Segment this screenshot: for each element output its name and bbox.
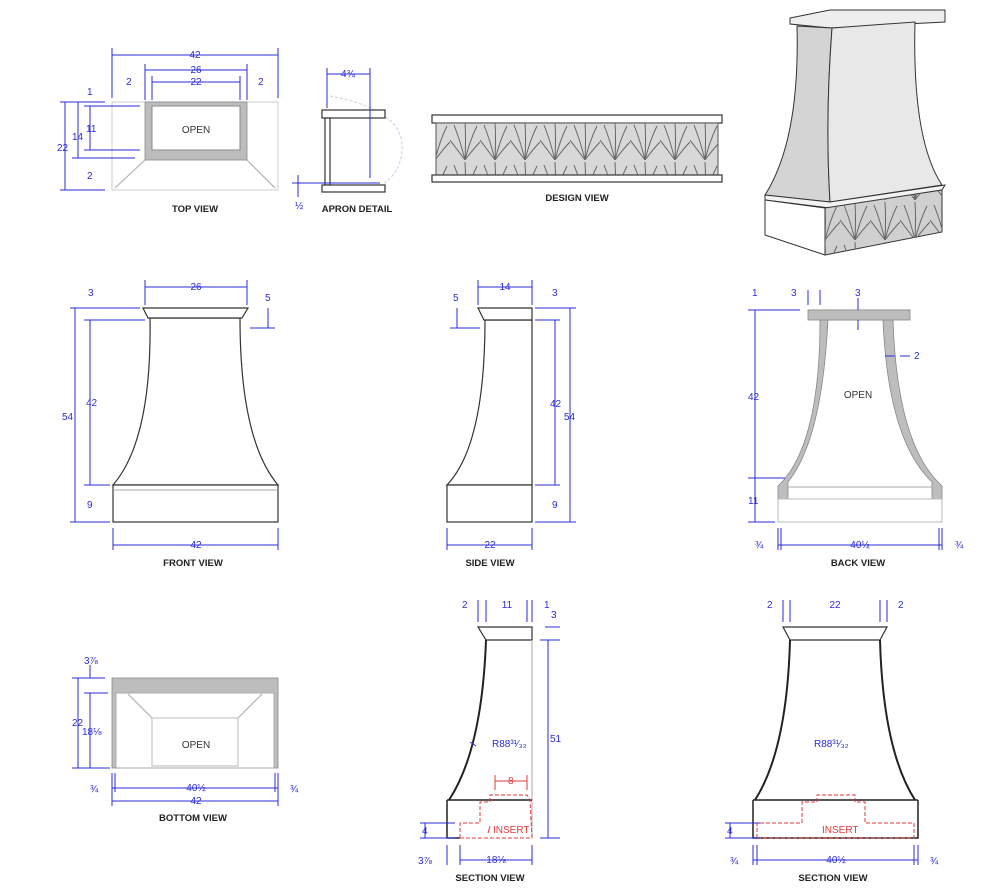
top-view: OPEN 42 26 22 2 2 1 14 11 22 2 TOP VIEW	[57, 48, 279, 215]
dim-total-height: 54	[564, 412, 576, 423]
dim-crown-trim: 5	[265, 293, 271, 304]
insert-label: INSERT	[493, 825, 530, 836]
dim-frame-right: 2	[258, 77, 264, 88]
insert-outline	[756, 794, 915, 839]
dim-back-gap: 1	[544, 600, 550, 611]
dim-top-depth: 14	[72, 132, 84, 143]
dim-depth: 22	[57, 143, 69, 154]
dim-opening-width: 22	[190, 77, 202, 88]
dim-inner-width: 40½	[850, 540, 870, 551]
dim-body-height: 42	[748, 392, 760, 403]
dim-apron-height: 11	[748, 496, 759, 507]
dim-insert-height: 4	[422, 826, 428, 837]
view-title: APRON DETAIL	[322, 204, 393, 215]
bottom-view: OPEN 3⅞ 22 18⅛ ¾ 40½ ¾ 42 BOTTOM VIEW	[72, 656, 299, 824]
view-title: TOP VIEW	[172, 204, 218, 215]
dim-total-height: 54	[62, 412, 74, 423]
back-view: OPEN 1 3 3 2 42 11 ¾ 40½ ¾ BACK VIEW	[748, 288, 964, 569]
dim-apron-height: 9	[552, 500, 558, 511]
dim-inner-depth: 18⅛	[82, 727, 102, 738]
dim-top-rail: 3	[855, 288, 861, 299]
dim-crown-overhang-left: 2	[767, 600, 773, 611]
dim-top-width: 26	[190, 65, 202, 76]
dim-insert-step: 8	[508, 776, 514, 787]
design-view: DESIGN VIEW	[431, 114, 723, 204]
view-title: SIDE VIEW	[465, 558, 514, 569]
section-view-front: 2 22 2 R88³¹⁄₃₂ 4 ¾ 40½ ¾ INSERT SECTION…	[725, 600, 939, 884]
view-title: SECTION VIEW	[798, 873, 867, 884]
view-title: FRONT VIEW	[163, 558, 223, 569]
dim-crown-height: 3	[551, 610, 557, 621]
open-label: OPEN	[182, 125, 210, 136]
dim-width: 42	[190, 540, 202, 551]
side-view: 14 5 3 42 54 9 22 SIDE VIEW	[445, 280, 576, 569]
dim-crown-height: 3	[552, 288, 558, 299]
apron-detail: 4¾ ½ APRON DETAIL	[292, 68, 403, 215]
dim-frame-front: 2	[87, 171, 93, 182]
dim-insert-height: 4	[727, 826, 733, 837]
dim-crown-back: 1	[752, 288, 758, 299]
dim-crown-overhang: 2	[462, 600, 468, 611]
dim-frame-left: 2	[126, 77, 132, 88]
dim-body-height: 42	[550, 399, 562, 410]
dim-apron-height: 9	[87, 500, 93, 511]
dim-curve-radius: R88³¹⁄₃₂	[492, 739, 527, 750]
heron-relief-pattern	[436, 123, 718, 175]
dim-width: 42	[189, 50, 201, 61]
dim-depth: 22	[484, 540, 496, 551]
dim-back-rail: 3⅞	[84, 656, 99, 667]
view-title: BOTTOM VIEW	[159, 813, 227, 824]
view-title: BACK VIEW	[831, 558, 885, 569]
dim-side-right: ¾	[290, 784, 299, 795]
dim-crown-depth: 14	[499, 282, 511, 293]
dim-top-depth: 11	[502, 600, 513, 611]
dim-crown-width: 26	[190, 282, 202, 293]
dim-width: 42	[190, 796, 202, 807]
dim-leg-width: 2	[914, 351, 920, 362]
dim-side-left: ¾	[730, 856, 739, 867]
front-view: 26 3 5 54 42 9 42 FRONT VIEW	[62, 280, 280, 569]
section-view-side: 2 11 1 3 51 R88³¹⁄₃₂ 8 4 3⅞ 18⅛ INSERT S…	[418, 600, 562, 884]
dim-frame-back: 1	[87, 87, 93, 98]
dim-opening-depth: 11	[86, 124, 97, 135]
dim-crown-overhang-right: 2	[898, 600, 904, 611]
view-title: DESIGN VIEW	[545, 193, 608, 204]
dim-inner-width: 40½	[826, 855, 846, 866]
view-title: SECTION VIEW	[455, 873, 524, 884]
dim-inner-width: 40½	[186, 783, 206, 794]
dim-side-right: ¾	[930, 856, 939, 867]
dim-insert-depth: 18⅛	[486, 855, 506, 866]
open-label: OPEN	[182, 740, 210, 751]
dim-flange: 3	[791, 288, 797, 299]
dim-side-right: ¾	[955, 540, 964, 551]
dim-body-height: 42	[86, 398, 98, 409]
dim-crown-trim: 5	[453, 293, 459, 304]
dim-depth: 22	[72, 718, 84, 729]
dim-front-offset: 3⅞	[418, 856, 433, 867]
dim-side-left: ¾	[90, 784, 99, 795]
dim-crown-height: 3	[88, 288, 94, 299]
dim-section-height: 51	[550, 734, 562, 745]
dim-apron-depth: 4¾	[341, 69, 356, 80]
dim-top-width: 22	[829, 600, 841, 611]
dim-apron-thickness: ½	[295, 201, 304, 212]
insert-label: INSERT	[822, 825, 859, 836]
open-label: OPEN	[844, 390, 872, 401]
insert-outline	[459, 794, 533, 839]
dim-curve-radius: R88³¹⁄₃₂	[814, 739, 849, 750]
hood-3d-render	[764, 9, 946, 256]
dim-side-left: ¾	[755, 540, 764, 551]
